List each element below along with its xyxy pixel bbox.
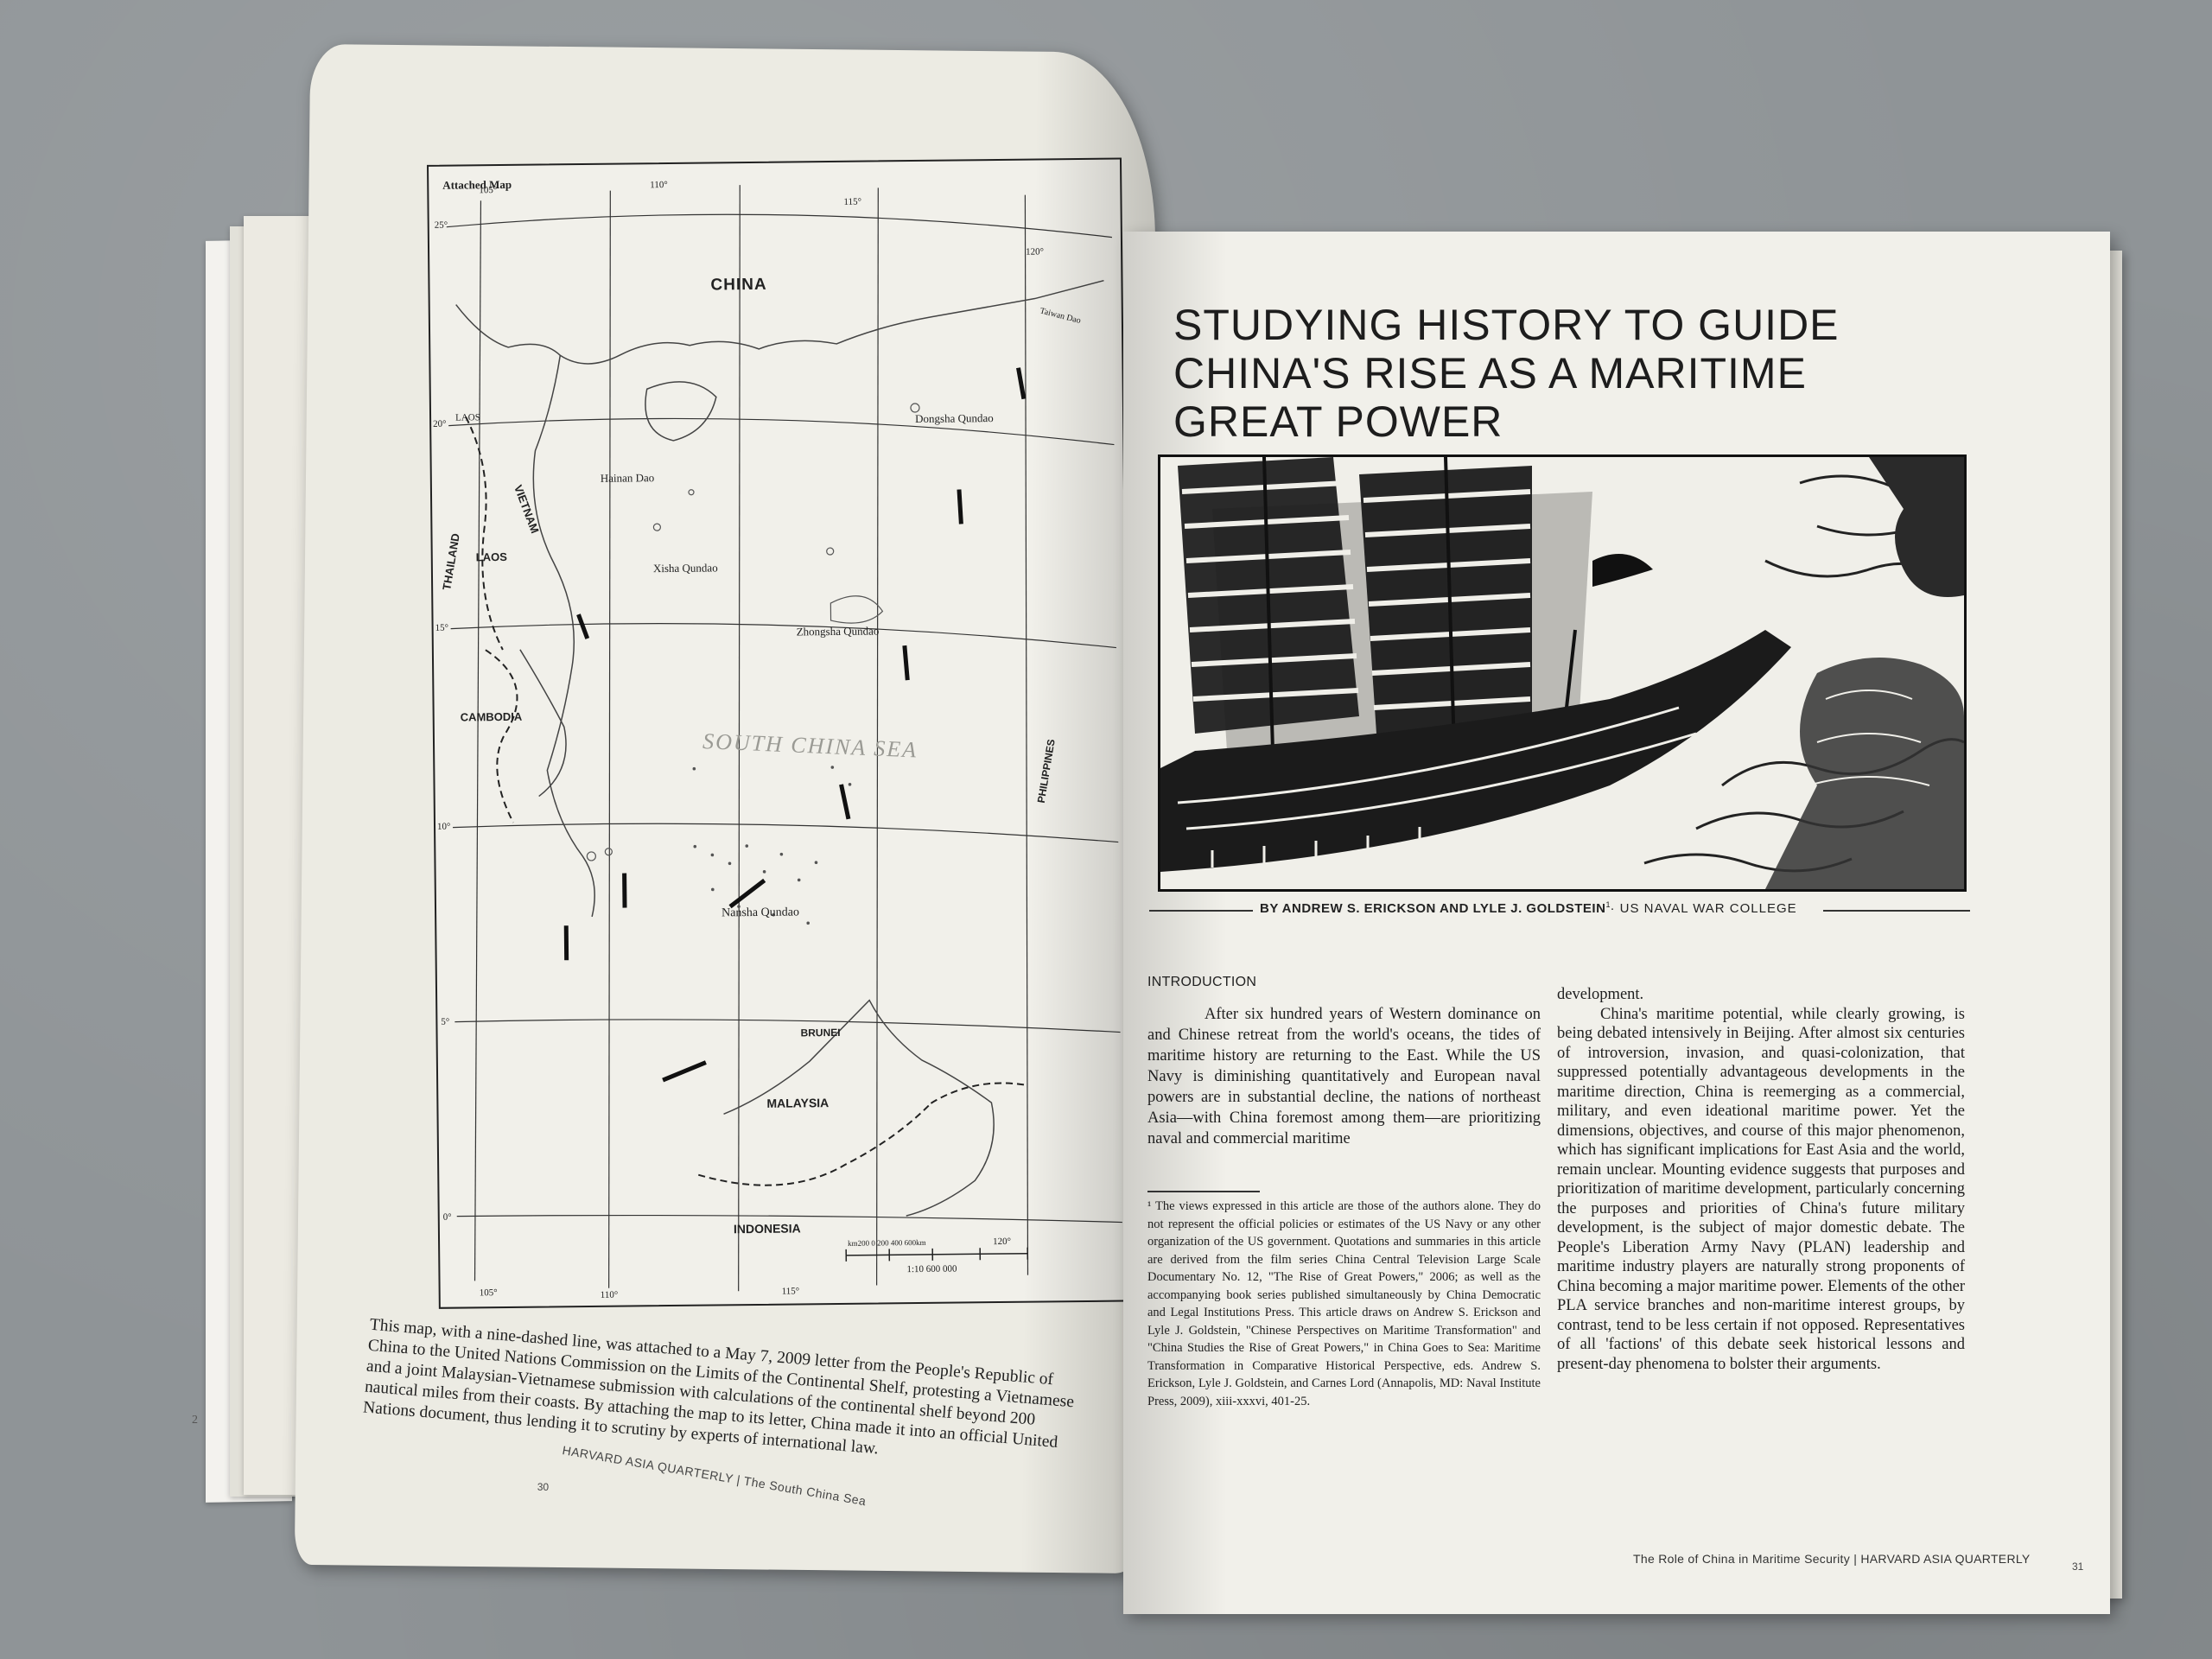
map-label-malaysia: MALAYSIA xyxy=(766,1096,830,1110)
byline-authors: BY ANDREW S. ERICKSON AND LYLE J. GOLDST… xyxy=(1260,901,1606,916)
map-tick: 10° xyxy=(436,821,451,832)
map-tick: 120° xyxy=(993,1236,1012,1248)
map-label-laos-north: LAOS xyxy=(455,412,480,423)
junk-ship-graphic xyxy=(1160,457,1964,889)
column-2: development. China's maritime potential,… xyxy=(1557,985,1965,1374)
map-label-dongsha: Dongsha Qundao xyxy=(915,411,994,425)
map-label-laos: LAOS xyxy=(475,550,507,564)
map-title: Attached Map xyxy=(442,177,512,192)
map-tick: 115° xyxy=(843,196,862,207)
map-label-philippines: PHILIPPINES xyxy=(1034,738,1058,804)
junk-ship-illustration xyxy=(1158,454,1967,892)
byline-rule-right xyxy=(1823,910,1970,912)
footnote: ¹ The views expressed in this article ar… xyxy=(1147,1198,1541,1410)
map-scale-ticks: km200 0 200 400 600km xyxy=(848,1237,926,1248)
column-1: After six hundred years of Western domin… xyxy=(1147,1004,1541,1149)
body-paragraph: China's maritime potential, while clearl… xyxy=(1557,1005,1965,1373)
byline: BY ANDREW S. ERICKSON AND LYLE J. GOLDST… xyxy=(1260,900,1797,916)
map-tick: 105° xyxy=(479,1287,498,1299)
map-label-hainan: Hainan Dao xyxy=(600,471,655,485)
map-figure: Attached Map CHINA LAOS VIETNAM LAOS THA… xyxy=(427,157,1134,1309)
map-graphic xyxy=(446,185,1122,1292)
map-label-china: CHINA xyxy=(710,275,767,295)
map-tick: 5° xyxy=(441,1016,450,1027)
map-label-cambodia: CAMBODIA xyxy=(460,709,523,724)
continuation-text: development. xyxy=(1557,986,1644,1003)
left-page-number: 30 xyxy=(537,1480,550,1493)
map-tick: 110° xyxy=(650,179,668,191)
map-label-zhongsha: Zhongsha Qundao xyxy=(796,624,880,639)
byline-row: BY ANDREW S. ERICKSON AND LYLE J. GOLDST… xyxy=(1149,897,1970,923)
left-page: Attached Map CHINA LAOS VIETNAM LAOS THA… xyxy=(294,43,1158,1574)
under-page-number: 2 xyxy=(192,1414,198,1427)
byline-institution: · US NAVAL WAR COLLEGE xyxy=(1610,901,1797,916)
map-tick: 0° xyxy=(442,1211,452,1223)
map-tick: 20° xyxy=(433,418,447,429)
right-page-number: 31 xyxy=(2072,1560,2084,1573)
map-tick: 105° xyxy=(479,185,498,196)
map-tick: 120° xyxy=(1026,246,1045,257)
map-tick: 115° xyxy=(781,1286,800,1297)
article-headline: STUDYING HISTORY TO GUIDE CHINA'S RISE A… xyxy=(1173,301,1840,446)
map-caption: This map, with a nine-dashed line, was a… xyxy=(362,1315,1075,1459)
footnote-rule xyxy=(1147,1191,1260,1192)
map-label-brunei: BRUNEI xyxy=(800,1026,841,1039)
byline-rule-left xyxy=(1149,910,1253,912)
right-page-footer: The Role of China in Maritime Security |… xyxy=(1633,1552,2031,1566)
map-label-xisha: Xisha Qundao xyxy=(652,561,718,575)
map-label-indonesia: INDONESIA xyxy=(733,1221,801,1236)
right-page: STUDYING HISTORY TO GUIDE CHINA'S RISE A… xyxy=(1123,232,2110,1614)
footnote-text: ¹ The views expressed in this article ar… xyxy=(1147,1199,1541,1408)
section-heading: INTRODUCTION xyxy=(1147,975,1257,989)
intro-paragraph: After six hundred years of Western domin… xyxy=(1147,1006,1541,1147)
map-label-nansha: Nansha Qundao xyxy=(721,906,799,920)
map-tick: 25° xyxy=(434,219,448,231)
byline-footnote-marker: 1 xyxy=(1605,900,1611,909)
map-scale: 1:10 600 000 xyxy=(906,1263,957,1275)
map-tick: 110° xyxy=(600,1289,619,1300)
map-label-taiwan: Taiwan Dao xyxy=(1039,306,1082,327)
map-tick: 15° xyxy=(435,622,449,633)
